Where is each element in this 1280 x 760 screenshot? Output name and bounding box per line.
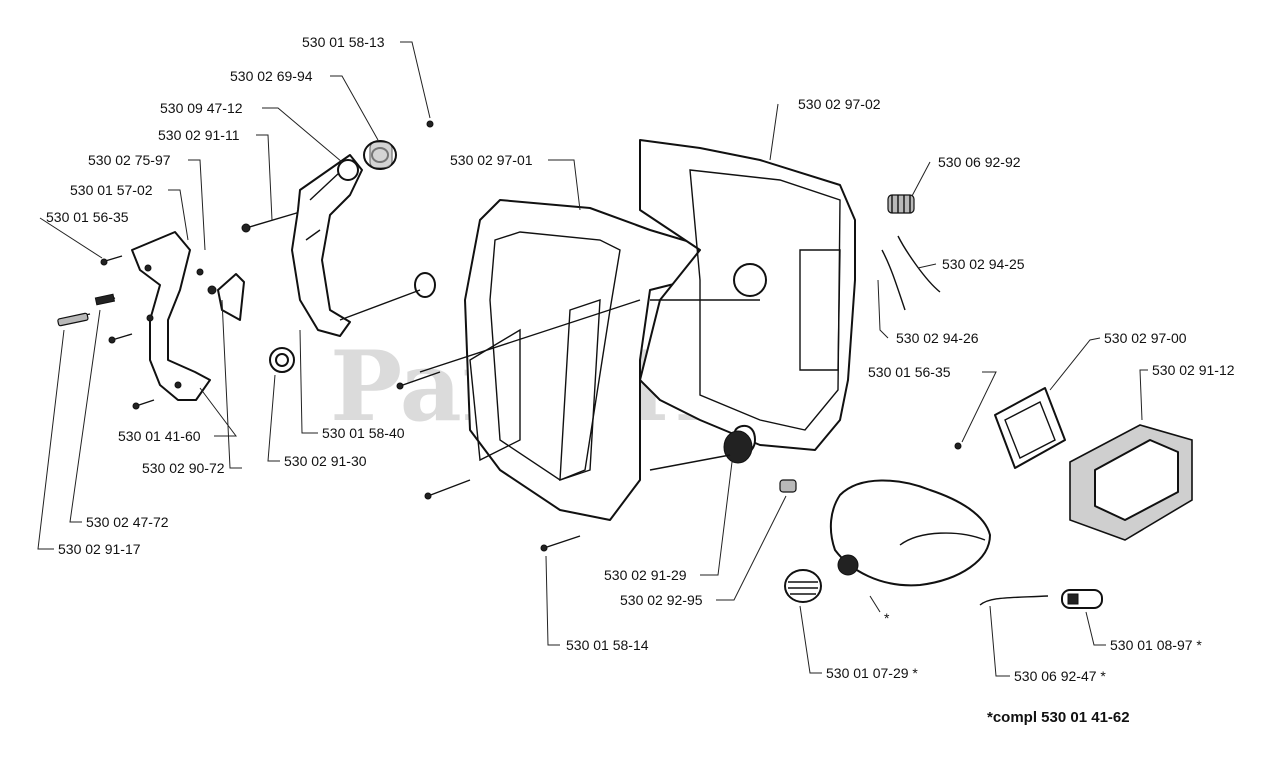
callout-label: 530 02 91-12: [1152, 362, 1235, 378]
callout-label: 530 02 91-17: [58, 541, 141, 557]
callout-label: 530 02 97-01: [450, 152, 533, 168]
fuel-tank-part: [829, 479, 991, 587]
callout-label: 530 01 41-60: [118, 428, 201, 444]
air-filter-part: [1069, 424, 1193, 541]
callout-labels: 530 01 58-13 530 02 69-94 530 09 47-12 5…: [46, 34, 1235, 684]
lower-damper-part: [269, 272, 436, 373]
callout-label: 530 02 91-30: [284, 453, 367, 469]
callout-label: 530 01 57-02: [70, 182, 153, 198]
callout-label: 530 01 58-14: [566, 637, 649, 653]
callout-label: 530 02 69-94: [230, 68, 313, 84]
fan-housing-part: [723, 424, 797, 493]
callout-label: 530 01 56-35: [46, 209, 129, 225]
callout-label: 530 02 97-00: [1104, 330, 1187, 346]
callout-label: 530 01 56-35: [868, 364, 951, 380]
callout-label: 530 02 90-72: [142, 460, 225, 476]
callout-label: 530 02 92-95: [620, 592, 703, 608]
callout-label: 530 01 58-40: [322, 425, 405, 441]
callout-label: 530 02 94-26: [896, 330, 979, 346]
callout-label: 530 02 91-29: [604, 567, 687, 583]
handle-bracket-part: [131, 231, 211, 401]
footnote-text: *compl 530 01 41-62: [987, 709, 1130, 726]
callout-label: 530 01 07-29 *: [826, 665, 918, 681]
callout-label: 530 09 47-12: [160, 100, 243, 116]
wire-parts: [881, 235, 941, 311]
leader-lines: [37, 41, 1148, 677]
fuel-hose-part: [979, 595, 1049, 606]
callout-label: 530 01 08-97 *: [1110, 637, 1202, 653]
callout-label: *: [884, 610, 890, 626]
long-bolt-part: [241, 211, 301, 233]
damper-part: [363, 140, 397, 170]
frame-screws: [396, 299, 731, 552]
back-frame-part: [464, 199, 701, 521]
callout-label: 530 06 92-92: [938, 154, 1021, 170]
screw-left-group: [57, 255, 204, 410]
spring-part: [887, 194, 915, 214]
rear-frame-part: [639, 139, 856, 451]
callout-label: 530 02 75-97: [88, 152, 171, 168]
fuel-filter-part: [1061, 589, 1103, 609]
main-handle-part: [291, 154, 363, 337]
filter-holder-part: [954, 387, 1066, 469]
small-clip-part: [207, 273, 245, 321]
cap-part: [784, 569, 822, 603]
callout-label: 530 01 58-13: [302, 34, 385, 50]
callout-label: 530 02 91-11: [158, 127, 240, 143]
callout-label: 530 02 97-02: [798, 96, 881, 112]
callout-label: 530 02 47-72: [86, 514, 169, 530]
screw-top-part: [426, 120, 434, 128]
callout-label: 530 02 94-25: [942, 256, 1025, 272]
callout-label: 530 06 92-47 *: [1014, 668, 1106, 684]
